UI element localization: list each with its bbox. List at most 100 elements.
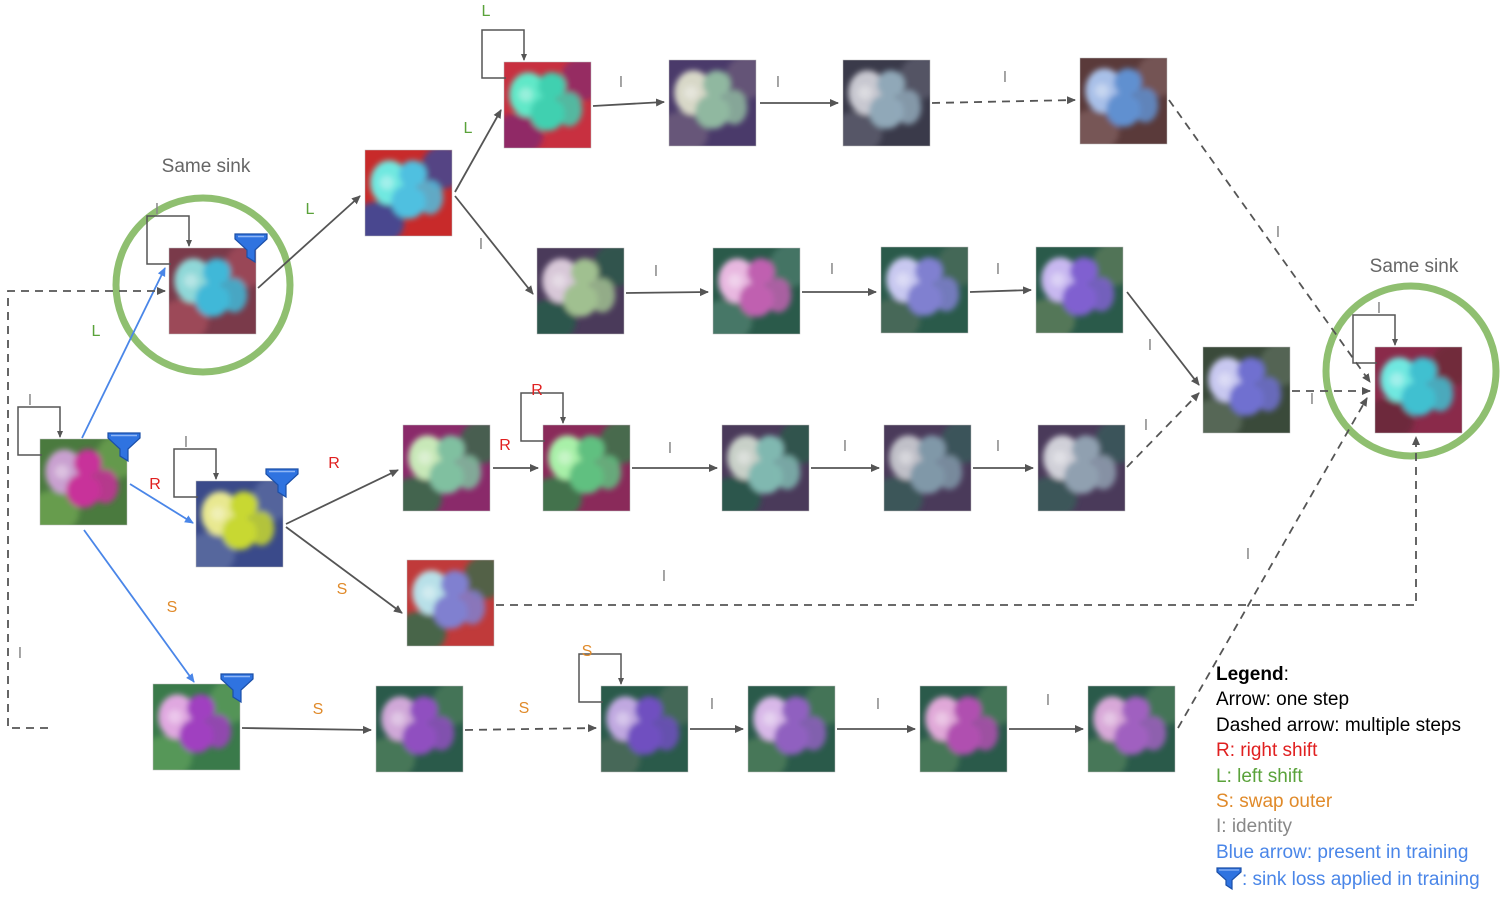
node-image-n6 [668,59,757,147]
funnel-icon [265,468,299,499]
edge-label: I [1310,391,1314,408]
self-loop-n14 [520,392,566,442]
node-image-n19: I [1352,300,1463,434]
node-image-n2: I [173,434,299,568]
edge-label: I [1003,69,1007,86]
node-image-n0: I [17,392,141,526]
edge-n21-n22-dashed [464,724,597,733]
edge-n4-n5 [454,109,502,193]
legend-item: Arrow: one step [1216,689,1350,711]
edge-label: I [710,696,714,713]
edge-n0-n1-dashed [7,287,166,729]
edge-n11-n12 [969,286,1032,295]
node-image-n20 [406,559,495,647]
edge-label: R [149,476,161,493]
edge-label: R [328,455,340,472]
self-loop-label: I [184,434,188,451]
edge-n12-n18 [1126,291,1200,386]
self-loop-n0 [17,406,63,456]
edge-label: I [662,568,666,585]
edge-n4-n9 [454,195,534,295]
edge-label: I [843,438,847,455]
edge-n25-n19-dashed [1177,397,1368,729]
edge-n7-n8-dashed [931,96,1076,105]
self-loop-n2 [173,448,219,498]
legend-item: L: left shift [1216,765,1303,787]
edge-label: I [1148,337,1152,354]
node-image-n9 [536,247,625,335]
edge-label: I [776,74,780,91]
self-loop-label: S [582,643,593,660]
edge-n0-n2 [129,483,194,524]
edge-label: L [92,323,101,340]
node-image-n1: I [146,201,268,335]
node-image-n15 [721,424,810,512]
edge-label: I [1144,417,1148,434]
self-loop-label: I [155,201,159,218]
node-image-n11 [880,246,969,334]
node-image-n14: R [520,382,631,512]
sink-circle [112,194,294,376]
edge-label: I [668,440,672,457]
edge-n1-n4 [257,195,361,289]
edge-n17-n18-dashed [1126,392,1200,468]
edge-n2-n20 [285,526,403,614]
node-image-n23 [747,685,836,773]
edge-label: L [464,120,473,137]
edge-label: I [619,74,623,91]
legend-funnel-row: : sink loss applied in training [1216,865,1506,892]
node-image-n4 [364,149,453,237]
edge-label: I [830,261,834,278]
self-loop-label: I [1377,300,1381,317]
edge-label: L [306,201,315,218]
edge-n8-n19-dashed [1168,99,1371,383]
edge-label: S [337,581,348,598]
funnel-icon [1216,867,1242,891]
edge-n0-n3 [83,529,195,683]
node-image-n24 [919,685,1008,773]
self-loop-label: R [531,382,543,399]
node-image-n5: L [481,3,592,149]
self-loop-n5 [481,29,527,79]
node-image-n21 [375,685,464,773]
self-loop-n22 [578,653,624,703]
node-image-n13 [402,424,491,512]
edge-label: I [18,645,22,662]
sink-circle [1322,282,1500,460]
edge-label: I [1276,224,1280,241]
self-loop-label: L [482,3,491,20]
legend-item: I: identity [1216,816,1293,838]
legend-title-row: Legend: [1216,662,1506,687]
legend-title-suffix: : [1283,664,1289,685]
edge-label: I [996,438,1000,455]
node-image-n3 [152,673,254,771]
edge-label: I [996,261,1000,278]
self-loop-n19 [1352,314,1398,364]
legend-item: R: right shift [1216,740,1318,762]
edge-label: I [1046,692,1050,709]
edge-n5-n6 [592,98,665,107]
sink-label: Same sink [1370,256,1459,277]
edge-n9-n10 [625,288,709,297]
edge-n0-n1 [81,267,166,439]
node-image-n8 [1079,57,1168,145]
edge-label: I [1246,546,1250,563]
node-image-n18 [1202,346,1291,434]
node-image-n16 [883,424,972,512]
sink-label: Same sink [162,156,251,177]
edge-label: I [876,696,880,713]
funnel-icon [107,432,141,463]
edge-label: S [519,700,530,717]
edge-n2-n13 [285,469,399,525]
edge-label: R [499,437,511,454]
legend-item: S: swap outer [1216,791,1333,813]
node-image-n17 [1037,424,1126,512]
legend-item: Blue arrow: present in training [1216,841,1469,863]
edge-label: I [654,263,658,280]
edge-n3-n21 [241,725,372,734]
